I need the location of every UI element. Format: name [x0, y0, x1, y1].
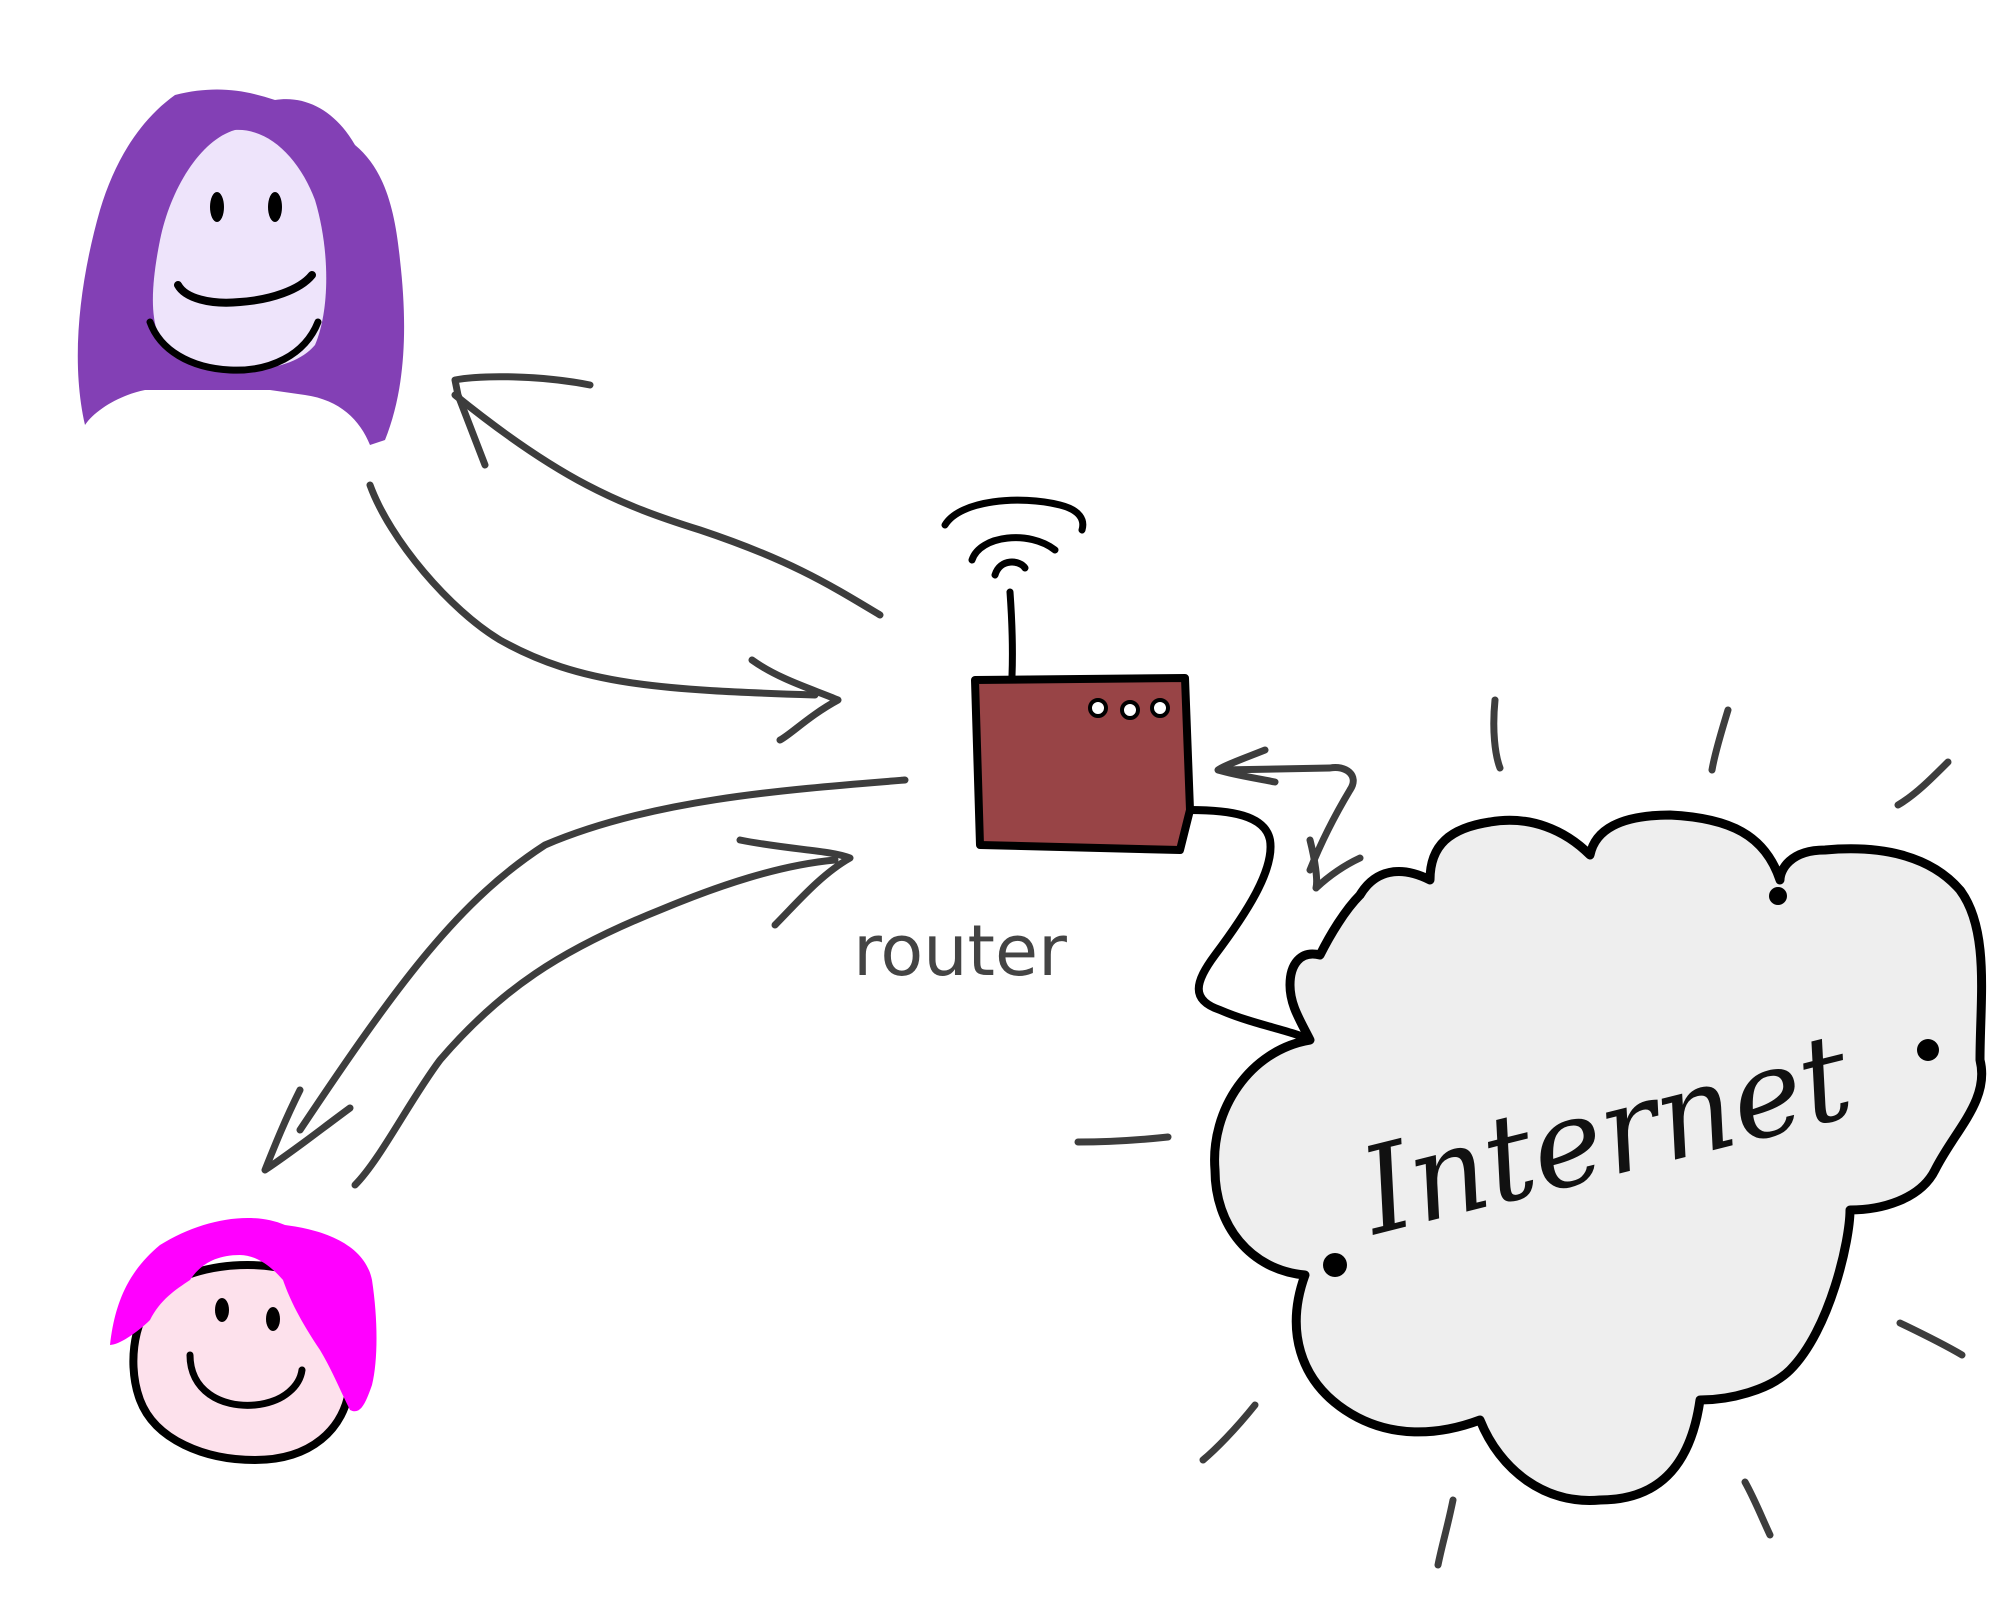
purple-smile: [174, 271, 316, 307]
arrowhead-router-to-purple: [451, 373, 594, 469]
router: router: [853, 496, 1194, 992]
emphasis-line-6: [1434, 1496, 1457, 1569]
arrow-pink-to-router: [351, 856, 839, 1189]
arrowhead-router-to-pink: [261, 1086, 354, 1174]
emphasis-line-4: [1074, 1133, 1172, 1146]
router-body: [971, 674, 1194, 854]
pink-right-eye: [266, 1307, 280, 1331]
arrow-internet-to-router: [1216, 763, 1357, 874]
arrowhead-router-to-internet: [1306, 836, 1364, 892]
cloud-emphasis-lines: [1074, 696, 1966, 1569]
wifi-arc-middle-icon: [968, 534, 1059, 564]
purple-right-eye: [268, 192, 282, 222]
emphasis-line-7: [1741, 1478, 1774, 1539]
wifi-arc-outer-icon: [941, 496, 1087, 534]
wifi-arc-inner-icon: [991, 558, 1029, 579]
arrowhead-internet-to-router: [1214, 746, 1279, 786]
purple-left-eye: [210, 192, 224, 222]
arrow-router-to-purple: [451, 391, 884, 619]
emphasis-line-8: [1896, 1319, 1966, 1359]
arrowhead-pink-to-router: [736, 836, 854, 929]
person-purple-hair: [77, 89, 405, 446]
router-led-3-icon: [1150, 698, 1170, 718]
arrowhead-purple-to-router: [748, 656, 842, 744]
internet-cloud: Internet: [1210, 810, 1987, 1505]
cloud-knot-2: [1917, 1039, 1939, 1061]
emphasis-line-2: [1708, 706, 1732, 774]
arrow-router-to-pink: [296, 776, 909, 1134]
emphasis-line-1: [1490, 696, 1504, 772]
cloud-shape: [1210, 810, 1987, 1505]
pink-hair: [110, 1217, 377, 1412]
router-internet-cable: [1186, 806, 1314, 1044]
purple-face: [152, 129, 327, 371]
router-led-1-icon: [1088, 698, 1108, 718]
arrow-purple-to-router: [366, 481, 819, 699]
purple-chin-outline: [146, 318, 322, 374]
person-pink-hair: [110, 1217, 377, 1465]
emphasis-line-3: [1894, 758, 1952, 809]
router-led-2-icon: [1120, 700, 1140, 720]
emphasis-line-5: [1199, 1401, 1259, 1464]
cloud-knot-3: [1323, 1253, 1347, 1277]
pink-smile: [186, 1351, 306, 1409]
pink-left-eye: [215, 1298, 229, 1322]
router-label: router: [853, 910, 1067, 992]
arrows: [261, 373, 1364, 1189]
router-antenna: [1006, 588, 1016, 680]
cloud-knot-1: [1769, 887, 1787, 905]
